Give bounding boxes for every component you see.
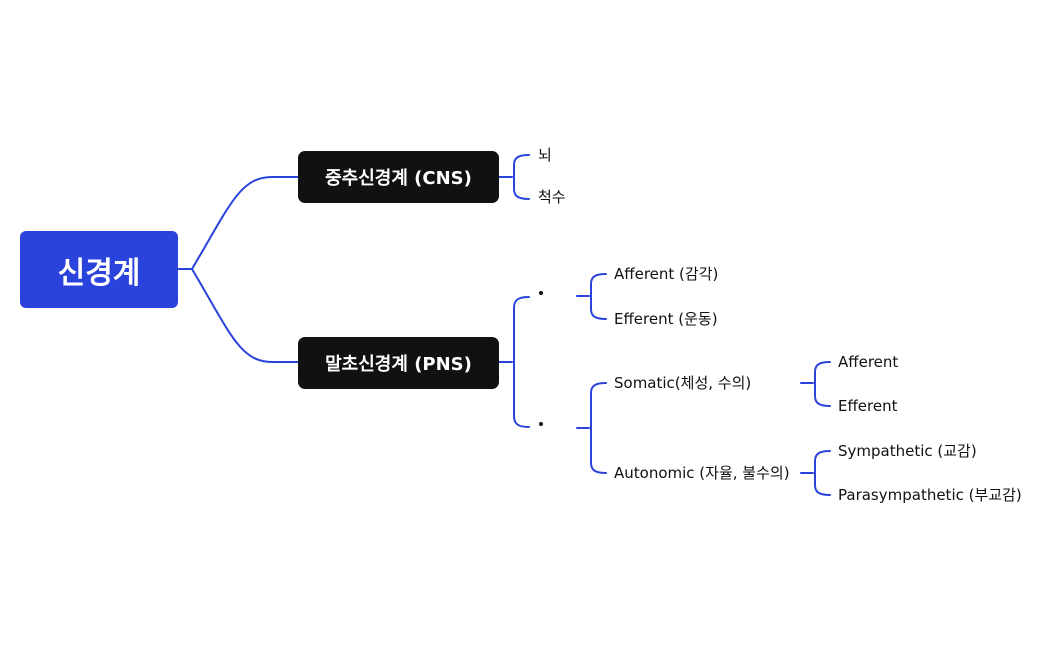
pns-group2-bullet[interactable] bbox=[539, 422, 543, 426]
root-label: 신경계 bbox=[57, 255, 141, 291]
connector-somatic-bracket bbox=[800, 361, 831, 407]
autonomic-node[interactable]: Autonomic (자율, 불수의) bbox=[614, 464, 790, 482]
connector-root-cns bbox=[177, 176, 299, 270]
pns-label: 말초신경계 (PNS) bbox=[325, 354, 472, 375]
somatic-afferent-node[interactable]: Afferent bbox=[838, 353, 899, 371]
cns-node[interactable]: 중추신경계 (CNS) bbox=[298, 151, 499, 203]
root-node[interactable]: 신경계 bbox=[20, 231, 178, 308]
somatic-efferent-node[interactable]: Efferent bbox=[838, 397, 898, 415]
cns-child-spinal-cord[interactable]: 척수 bbox=[538, 188, 566, 206]
somatic-node[interactable]: Somatic(체성, 수의) bbox=[614, 374, 752, 392]
pns-node[interactable]: 말초신경계 (PNS) bbox=[298, 337, 499, 389]
efferent-motor-node[interactable]: Efferent (운동) bbox=[614, 310, 718, 328]
cns-child-brain[interactable]: 뇌 bbox=[538, 146, 552, 164]
afferent-sensory-node[interactable]: Afferent (감각) bbox=[614, 265, 719, 283]
parasympathetic-node[interactable]: Parasympathetic (부교감) bbox=[838, 486, 1022, 504]
cns-label: 중추신경계 (CNS) bbox=[325, 168, 472, 189]
connector-pns-bracket bbox=[498, 296, 530, 428]
connector-root-pns bbox=[177, 268, 299, 363]
connector-group1-bracket bbox=[576, 273, 607, 320]
connector-group2-bracket bbox=[576, 382, 607, 474]
pns-group1-bullet[interactable] bbox=[539, 291, 543, 295]
sympathetic-node[interactable]: Sympathetic (교감) bbox=[838, 442, 977, 460]
connector-cns-bracket bbox=[498, 154, 530, 200]
connector-autonomic-bracket bbox=[800, 450, 831, 496]
